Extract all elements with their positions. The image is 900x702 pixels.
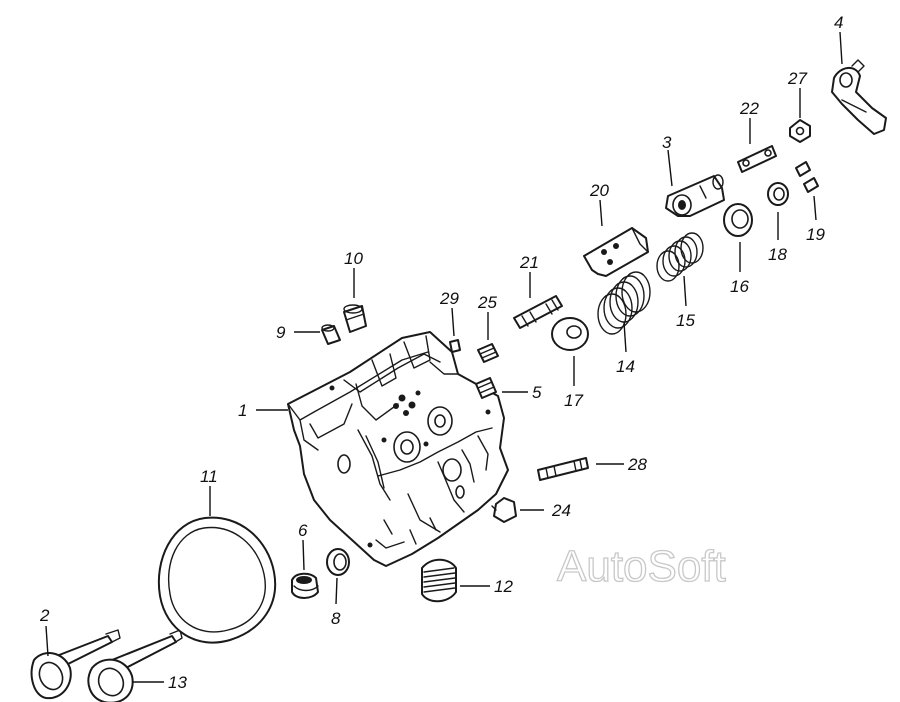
callout-label-28: 28 [627, 455, 647, 474]
callout-label-27: 27 [787, 69, 807, 88]
ring-18-part [767, 182, 789, 206]
bushing-9-part [321, 324, 341, 345]
valve-seal-6-part [291, 572, 319, 599]
callout-label-4: 4 [834, 13, 843, 32]
callout-label-3: 3 [662, 133, 672, 152]
spring-14-part [597, 271, 651, 335]
callout-label-6: 6 [298, 521, 308, 540]
nut-5-part [475, 377, 497, 399]
rocker-arm-4-part [831, 59, 887, 135]
callout-label-19: 19 [806, 225, 825, 244]
watermark-text: AutoSoft [557, 542, 726, 591]
callout-label-12: 12 [494, 577, 513, 596]
insert-12-part [421, 558, 457, 603]
callout-label-29: 29 [439, 289, 459, 308]
bracket-20-part [583, 227, 649, 277]
plug-24-part [491, 497, 517, 523]
callout-label-5: 5 [532, 383, 542, 402]
ring-16-part [723, 203, 753, 237]
callout-labels: 1 2 3 4 5 6 8 9 10 11 12 13 14 15 16 17 … [39, 13, 843, 692]
plate-22-part [737, 145, 777, 173]
callout-label-21: 21 [519, 253, 539, 272]
cylinder-head-part [287, 331, 509, 567]
washer-17-part [551, 317, 589, 351]
nut-27-part [789, 119, 811, 143]
gasket-ring-part [157, 516, 277, 644]
callout-label-15: 15 [676, 311, 695, 330]
callout-label-16: 16 [730, 277, 749, 296]
callout-label-20: 20 [589, 181, 609, 200]
spring-15-part [656, 232, 704, 282]
valve-2-part [30, 629, 121, 700]
callout-label-14: 14 [616, 357, 635, 376]
bushing-10-part [343, 304, 367, 333]
stud-28-part [537, 457, 589, 481]
callout-label-24: 24 [551, 501, 571, 520]
valve-13-part [87, 629, 183, 702]
callout-label-17: 17 [564, 391, 583, 410]
callout-label-25: 25 [477, 293, 497, 312]
callout-label-8: 8 [331, 609, 341, 628]
stud-21-part [513, 295, 563, 329]
leader-lines [45, 31, 843, 683]
callout-label-9: 9 [276, 323, 286, 342]
callout-label-13: 13 [168, 673, 187, 692]
callout-label-11: 11 [200, 467, 218, 486]
pin-29-part [449, 339, 461, 353]
callout-label-22: 22 [739, 99, 759, 118]
seal-ring-8-part [326, 548, 350, 576]
callout-label-2: 2 [39, 606, 50, 625]
keepers-19-part [795, 161, 819, 193]
rocker-shaft-3-part [665, 174, 725, 217]
callout-label-10: 10 [344, 249, 363, 268]
callout-label-18: 18 [768, 245, 787, 264]
nut-25-part [477, 343, 499, 363]
callout-label-1: 1 [238, 401, 247, 420]
